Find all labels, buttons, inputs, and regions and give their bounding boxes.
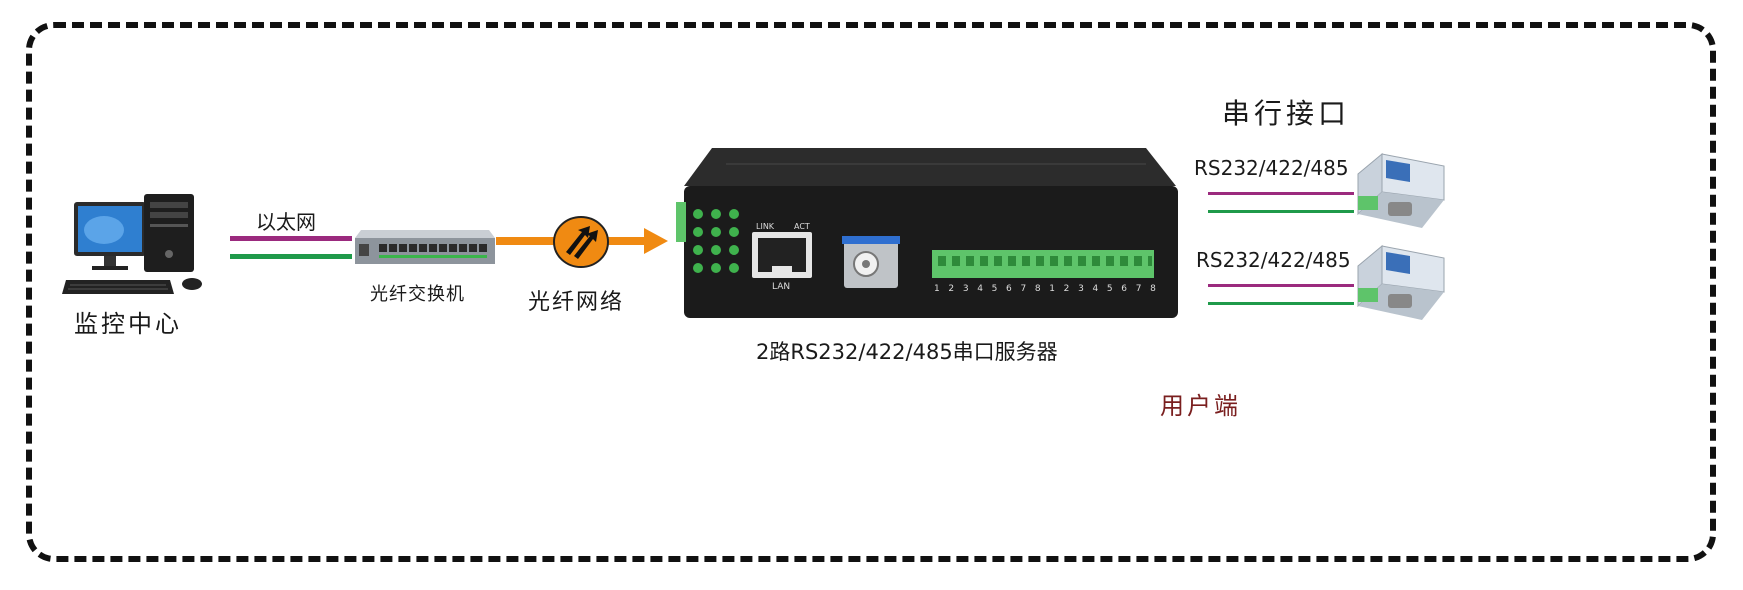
terminal-number: 4 (1092, 284, 1099, 294)
link-led-label: LINK (756, 222, 775, 231)
serial-port-label-2: RS232/422/485 (1196, 248, 1351, 272)
serial-server-caption: 2路RS232/422/485串口服务器 (756, 340, 1058, 364)
lan-port-label: LAN (772, 282, 791, 292)
fiber-network-icon (553, 216, 609, 268)
terminal-number: 7 (1135, 284, 1142, 294)
ethernet-label: 以太网 (256, 210, 316, 234)
terminal-number: 3 (1078, 284, 1084, 294)
act-led-label: ACT (794, 222, 810, 231)
terminal-number: 8 (1034, 284, 1041, 294)
serial-line-1-green (1208, 210, 1354, 213)
serial-line-2-green (1208, 302, 1354, 305)
terminal-number: 5 (1106, 284, 1113, 294)
serial-port-label-1: RS232/422/485 (1194, 156, 1349, 180)
computer-icon (62, 194, 202, 294)
dashed-border-frame (26, 22, 1716, 562)
terminal-number: 1 (1049, 284, 1055, 294)
terminal-number-row: 1 2 3 4 5 6 7 8 1 2 3 4 5 6 7 8 (934, 284, 1156, 296)
serial-line-2-purple (1208, 284, 1354, 287)
serial-interface-title: 串行接口 (1222, 97, 1351, 130)
ethernet-line-purple (230, 236, 352, 241)
terminal-number: 7 (1020, 284, 1027, 294)
terminal-number: 6 (1006, 284, 1012, 294)
user-end-label: 用户端 (1160, 392, 1241, 420)
serial-converter-icon (1357, 152, 1445, 228)
terminal-number: 8 (1150, 284, 1156, 294)
terminal-number: 5 (991, 284, 998, 294)
terminal-number: 3 (962, 284, 969, 294)
monitor-center-label: 监控中心 (74, 310, 182, 338)
serial-line-1-purple (1208, 192, 1354, 195)
terminal-number: 1 (934, 284, 940, 294)
serial-converter-icon (1357, 244, 1445, 320)
fiber-switch-label: 光纤交换机 (370, 284, 465, 305)
ethernet-line-green (230, 254, 352, 259)
terminal-number: 6 (1121, 284, 1128, 294)
terminal-number: 4 (977, 284, 983, 294)
terminal-number: 2 (1063, 284, 1070, 294)
terminal-number: 2 (948, 284, 955, 294)
fiber-network-label: 光纤网络 (528, 290, 625, 315)
serial-server-device (676, 148, 1178, 318)
fiber-switch-icon (355, 230, 495, 264)
